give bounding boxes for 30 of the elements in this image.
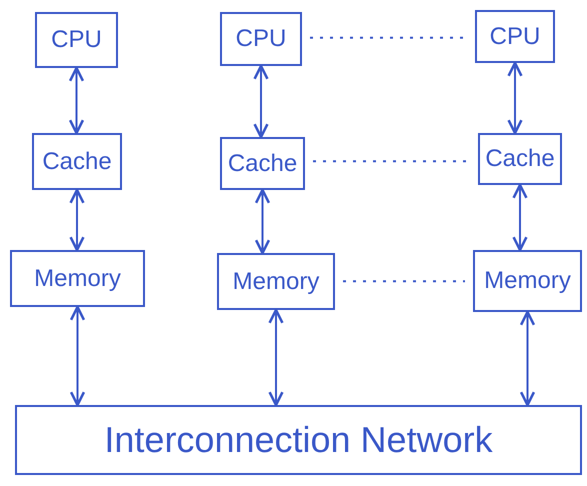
box-label: Interconnection Network [104,420,493,460]
component-box [220,137,305,190]
box-label: Cache [485,144,555,174]
component-box [475,10,555,63]
double-arrow [253,64,269,138]
box-label: Memory [232,266,320,296]
component-box [220,12,302,66]
double-arrow [68,66,84,134]
box-label: Cache [42,146,112,176]
box-label: Cache [228,148,298,178]
double-arrow [512,184,528,252]
network-box [15,405,582,475]
box-label: Memory [484,266,571,296]
double-arrow [70,306,86,406]
box-label: Memory [34,264,121,294]
component-box [473,250,582,312]
box-label: CPU [51,25,102,55]
double-arrow [69,188,85,252]
box-label: CPU [236,24,286,54]
component-box [217,253,335,310]
component-box [10,250,145,307]
component-box [35,12,118,68]
double-arrow [254,188,270,254]
double-arrow [507,62,523,134]
box-label: CPU [490,22,540,52]
component-box [478,133,562,185]
dotted-line [343,280,465,282]
component-box [32,133,122,190]
double-arrow [520,310,536,406]
double-arrow [268,308,284,406]
